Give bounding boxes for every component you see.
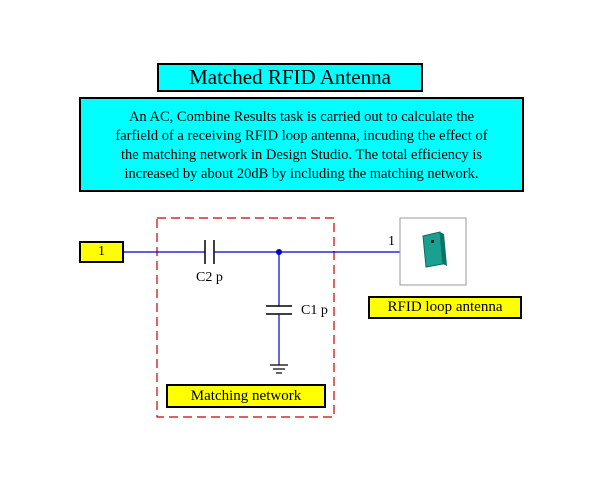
rfid-antenna-icon xyxy=(422,231,447,268)
diagram-title: Matched RFID Antenna xyxy=(157,63,423,92)
c1-label: C1 p xyxy=(301,303,328,318)
ground-icon xyxy=(270,364,288,374)
matching-network-label: Matching network xyxy=(166,384,326,408)
description-line: the matching network in Design Studio. T… xyxy=(120,147,483,163)
c2-label: C2 p xyxy=(196,270,223,285)
description-box: An AC, Combine Results task is carried o… xyxy=(79,97,524,192)
matching-network-border xyxy=(156,217,335,418)
antenna-port-label: 1 xyxy=(388,234,395,249)
port-1-tag: 1 xyxy=(79,241,124,263)
description-line: farfield of a receiving RFID loop antenn… xyxy=(115,128,488,144)
description-line: An AC, Combine Results task is carried o… xyxy=(128,109,475,125)
description-line: increased by about 20dB by including the… xyxy=(124,166,479,182)
rfid-antenna-label: RFID loop antenna xyxy=(368,296,522,319)
